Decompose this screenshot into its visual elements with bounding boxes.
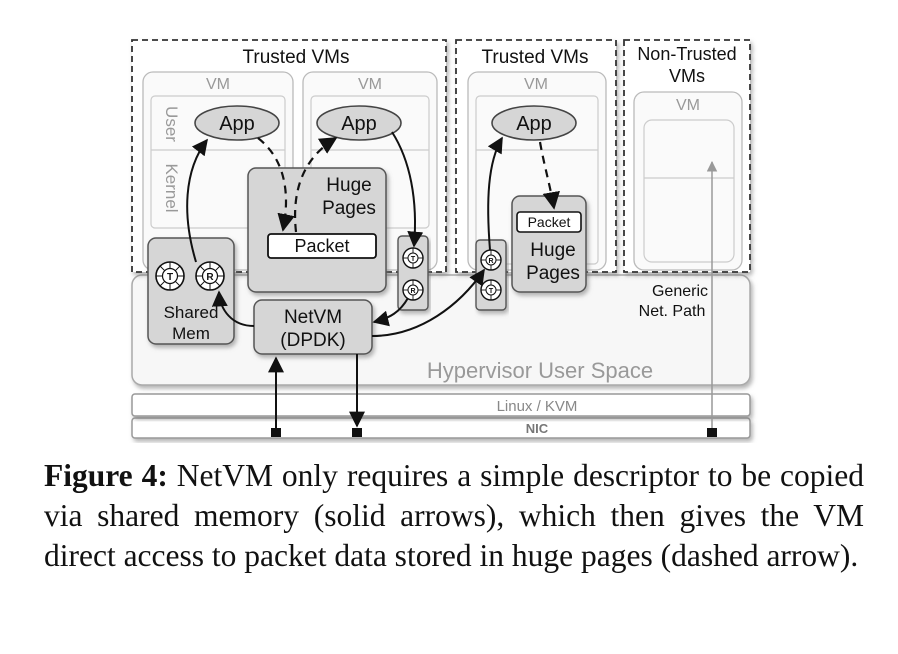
figure-number: Figure 4: <box>44 458 168 493</box>
ring-buffer-r-middle: R <box>402 279 424 301</box>
figure-caption-text: NetVM only requires a simple descriptor … <box>44 458 864 573</box>
arrow-right-ring-to-app3 <box>487 136 503 251</box>
packet-left <box>267 233 377 259</box>
app-oval-1 <box>194 105 280 141</box>
generic-net-path-line1: Generic <box>652 283 708 300</box>
arrow-netvm-to-right-ring <box>371 268 485 337</box>
kernel-label: Kernel <box>162 163 181 212</box>
app-label-2: App <box>341 113 377 135</box>
ring-buffer-t-middle: T <box>402 247 424 269</box>
huge-pages-left-label-line1: Huge <box>326 175 371 196</box>
vm-inner-4 <box>643 119 735 263</box>
vm-label-2: VM <box>358 76 382 93</box>
trusted-vms-left-label: Trusted VMs <box>243 47 350 68</box>
ring-buffer-r-right: R <box>480 249 502 271</box>
nic-bar <box>131 417 751 439</box>
dashed-arrow-app3-to-packet-right <box>538 141 560 210</box>
arrow-middle-ring-to-netvm <box>372 297 409 327</box>
ring-buffer-t-right: T <box>480 279 502 301</box>
netvm-architecture-diagram: NIC Linux / KVM Hypervisor User Space Tr… <box>131 39 751 439</box>
packet-right <box>516 211 582 233</box>
ring-t-shared-letter: T <box>167 272 173 283</box>
netvm-label-line2: (DPDK) <box>280 330 345 351</box>
shared-mem-label-line1: Shared <box>164 303 219 322</box>
app-label-1: App <box>219 113 255 135</box>
figure-caption: Figure 4: NetVM only requires a simple d… <box>44 456 864 576</box>
linux-kvm-label: Linux / KVM <box>497 398 578 415</box>
user-label: User <box>162 106 181 142</box>
non-trusted-vms-label-line2: VMs <box>669 66 705 86</box>
arrow-shared-mem-to-app1 <box>186 138 208 263</box>
ring-t-right-letter: T <box>489 288 494 295</box>
shared-mem-label-line2: Mem <box>172 324 210 343</box>
packet-right-label: Packet <box>528 214 571 230</box>
nic-label: NIC <box>526 421 549 436</box>
vm-label-3: VM <box>524 76 548 93</box>
huge-pages-left <box>247 167 387 293</box>
vm-box-4 <box>633 91 743 271</box>
app-label-3: App <box>516 113 552 135</box>
trusted-vms-right-label: Trusted VMs <box>482 47 589 68</box>
huge-pages-left-label-line2: Pages <box>322 198 376 219</box>
huge-pages-right-label-line2: Pages <box>526 263 580 284</box>
ring-r-right-letter: R <box>488 258 493 265</box>
generic-net-path-line2: Net. Path <box>639 303 706 320</box>
huge-pages-right-label-line1: Huge <box>530 240 575 261</box>
app-oval-3 <box>491 105 577 141</box>
ring-r-shared-letter: R <box>206 272 214 283</box>
vm-inner-1 <box>150 95 286 229</box>
netvm-label-line1: NetVM <box>284 307 342 328</box>
ring-buffer-r-shared: R <box>195 261 225 291</box>
ring-r-middle-letter: R <box>410 288 415 295</box>
linux-kvm-bar <box>131 393 751 417</box>
vm-label-1: VM <box>206 76 230 93</box>
non-trusted-vms-label-line1: Non-Trusted <box>637 44 736 64</box>
hypervisor-user-space-label: Hypervisor User Space <box>427 358 653 383</box>
vm-label-4: VM <box>676 97 700 114</box>
ring-buffer-t-shared: T <box>155 261 185 291</box>
arrow-app2-to-middle-ring <box>391 131 424 248</box>
arrow-netvm-to-shared-mem <box>211 290 255 327</box>
ring-t-middle-letter: T <box>411 256 416 263</box>
packet-left-label: Packet <box>294 236 349 256</box>
nic-port-3 <box>707 428 717 437</box>
nic-port-1 <box>271 428 281 437</box>
nic-port-2 <box>352 428 362 437</box>
app-oval-2 <box>316 105 402 141</box>
dashed-arrow-app1-to-packet <box>257 137 295 232</box>
